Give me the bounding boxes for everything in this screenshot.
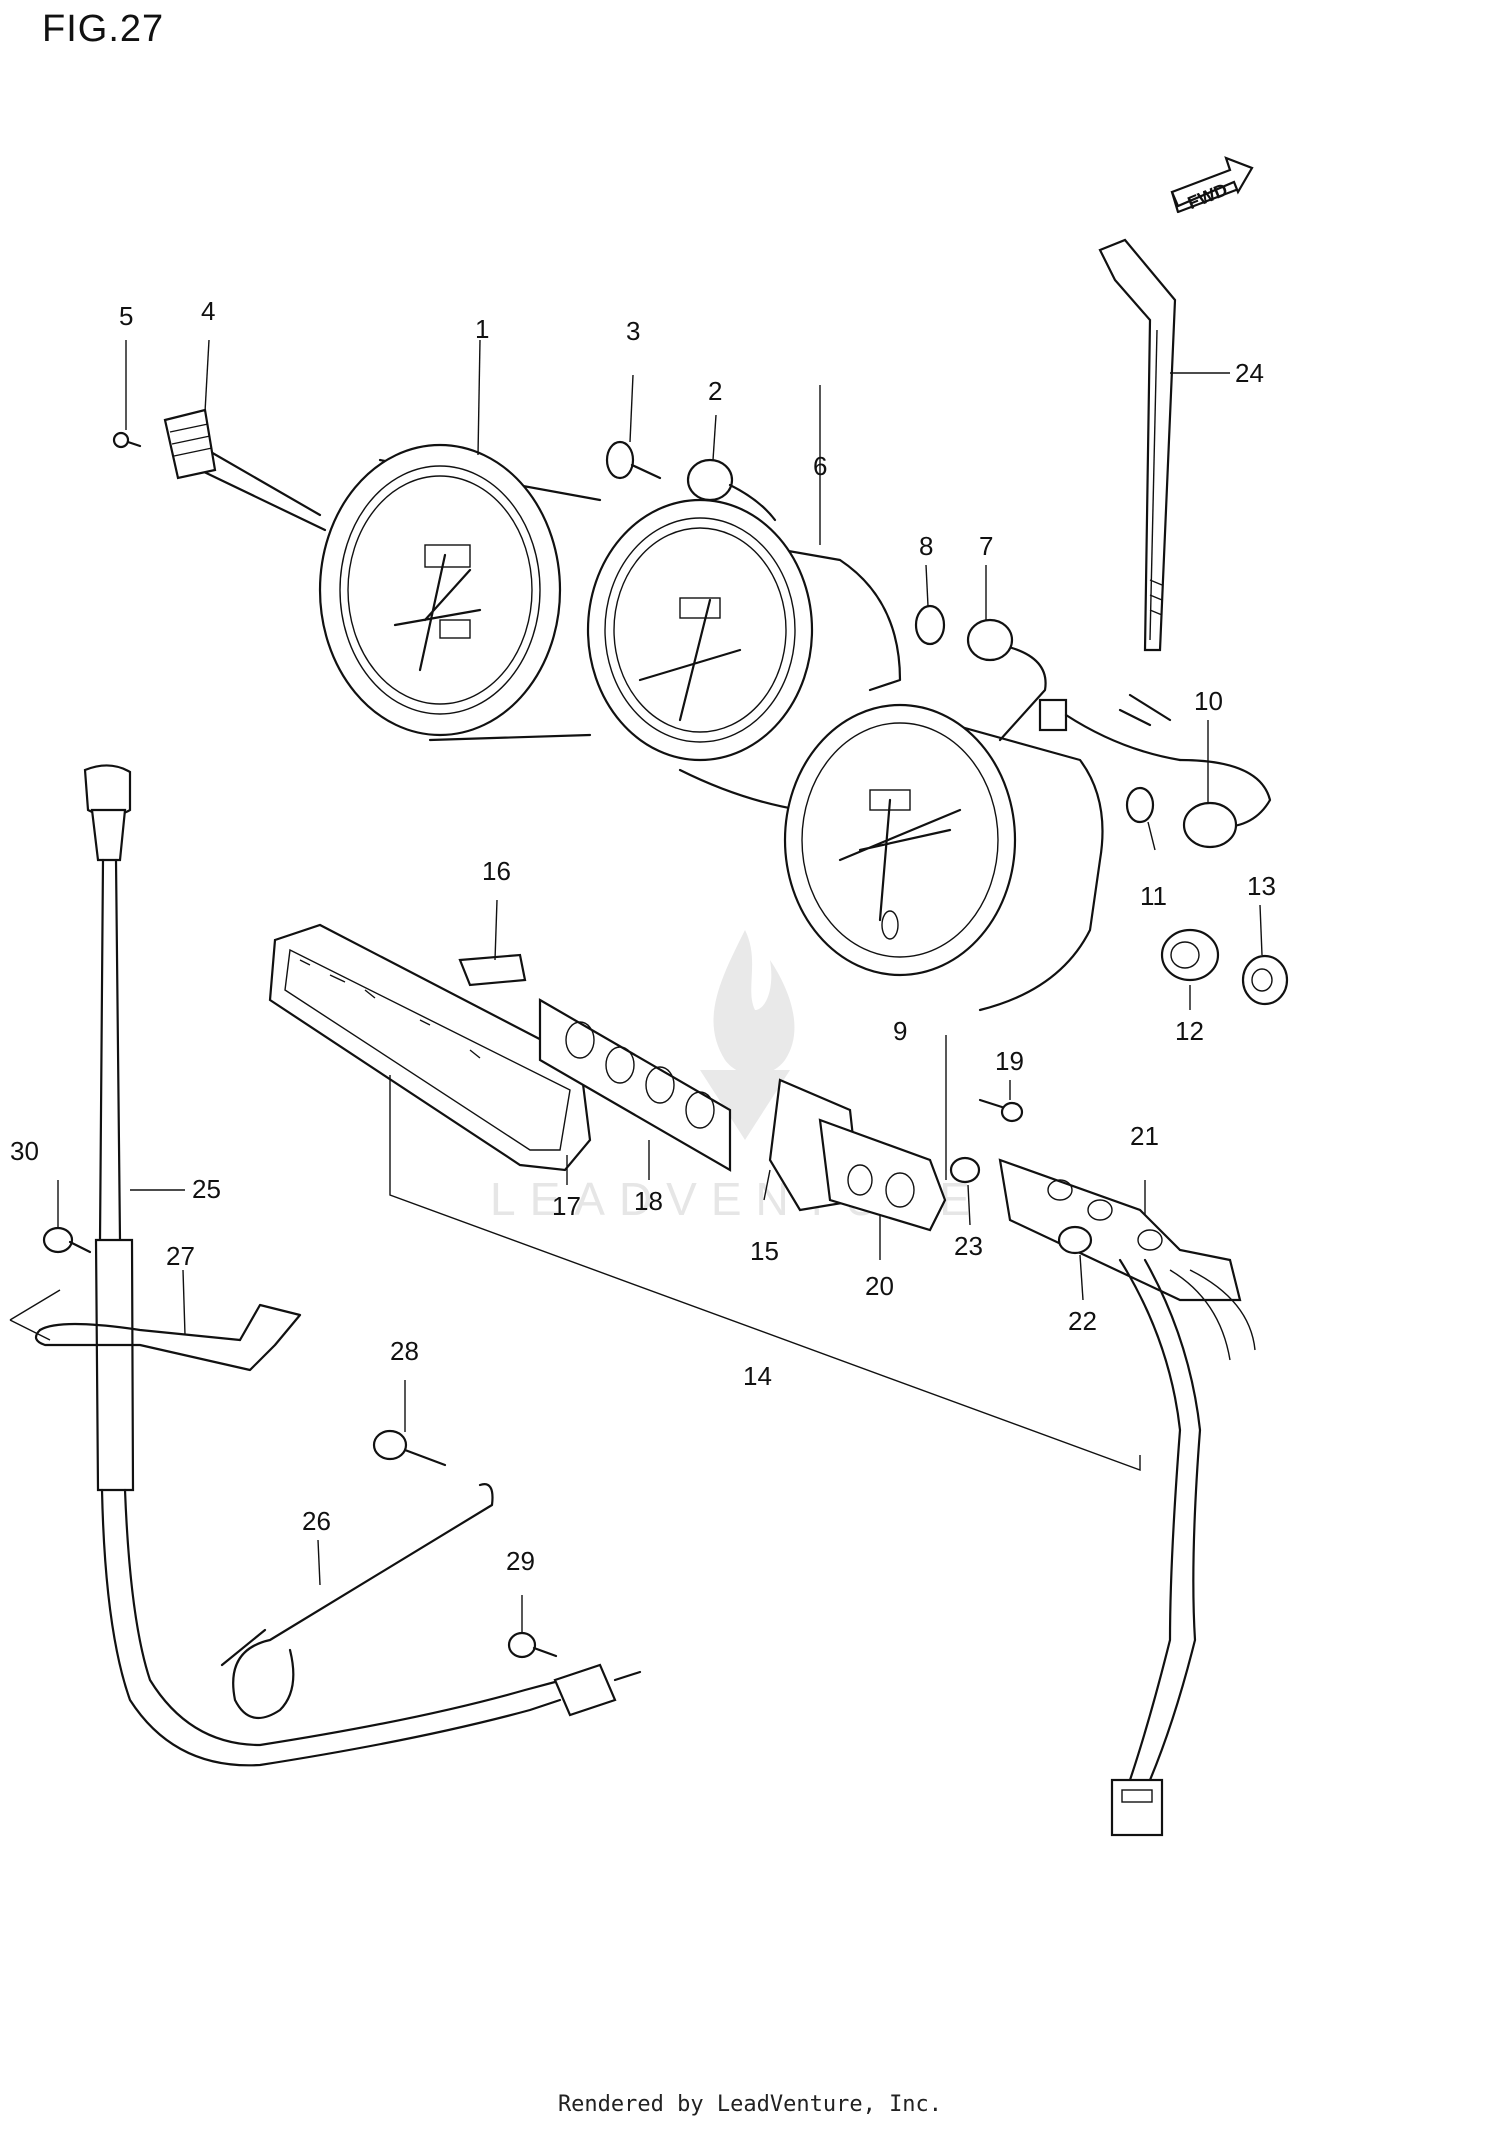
callout-26: 26 [302,1506,331,1536]
indicator-lens-17 [268,923,592,1172]
bolt-29 [507,1631,558,1659]
tachometer-gauge [586,498,902,812]
bolt-28 [372,1429,447,1467]
callout-9: 9 [893,1016,907,1046]
strap-24 [1098,238,1177,652]
callout-15: 15 [750,1236,779,1266]
bulb-3 [605,440,662,480]
callout-10: 10 [1194,686,1223,716]
callout-16: 16 [482,856,511,886]
socket-10 [1182,801,1238,849]
grommet-12 [1160,928,1220,982]
callout-2: 2 [708,376,722,406]
speedometer-cable-25 [83,764,642,1767]
callout-27: 27 [166,1241,195,1271]
callout-11: 11 [1140,881,1167,911]
speedometer-gauge [318,443,602,742]
callout-23: 23 [954,1231,983,1261]
screw-19 [978,1098,1024,1123]
socket-7 [966,618,1047,742]
cable-fitting-4 [163,408,327,532]
callout-25: 25 [192,1174,221,1204]
bolt-30 [42,1226,92,1254]
figure-title: FIG.27 [42,8,165,50]
socket-holder-21 [998,1158,1242,1302]
spacer-18 [538,998,732,1172]
forward-arrow-icon: FWD [1170,156,1254,213]
callout-18: 18 [634,1186,663,1216]
watermark-logo [700,930,795,1140]
callout-14: 14 [743,1361,772,1391]
bulb-11 [1125,786,1155,824]
plate-16 [458,953,527,987]
group-bracket-14 [389,1075,1141,1472]
bulb-8 [914,604,946,646]
callout-6: 6 [813,451,827,481]
callout-8: 8 [919,531,933,561]
callout-28: 28 [390,1336,419,1366]
callout-7: 7 [979,531,993,561]
callout-4: 4 [201,296,215,326]
gauge-9 [783,703,1104,1012]
footer-credit: Rendered by LeadVenture, Inc. [557,2092,943,2117]
callout-13: 13 [1247,871,1276,901]
callout-labels: 1 2 3 4 5 6 7 8 9 10 11 12 13 14 15 16 1… [10,296,1276,1576]
wire-connector [1038,693,1272,829]
callout-3: 3 [626,316,640,346]
callout-1: 1 [475,314,489,344]
spring-clip-26 [220,1483,494,1720]
callout-22: 22 [1068,1306,1097,1336]
nut-13 [1241,954,1289,1006]
callout-24: 24 [1235,358,1264,388]
callout-21: 21 [1130,1121,1159,1151]
callout-12: 12 [1175,1016,1204,1046]
callout-5: 5 [119,301,133,331]
callout-20: 20 [865,1271,894,1301]
bulb-23 [949,1156,981,1184]
callout-19: 19 [995,1046,1024,1076]
callout-30: 30 [10,1136,39,1166]
leader-lines [57,339,1263,1632]
screw-5 [112,431,142,449]
cable-clamp-27 [9,1289,302,1372]
callout-29: 29 [506,1546,535,1576]
wiring-harness [1110,1258,1256,1837]
callout-17: 17 [552,1191,581,1221]
socket-2 [686,458,777,522]
housing-20 [818,1118,947,1232]
bulb-22 [1057,1225,1093,1255]
